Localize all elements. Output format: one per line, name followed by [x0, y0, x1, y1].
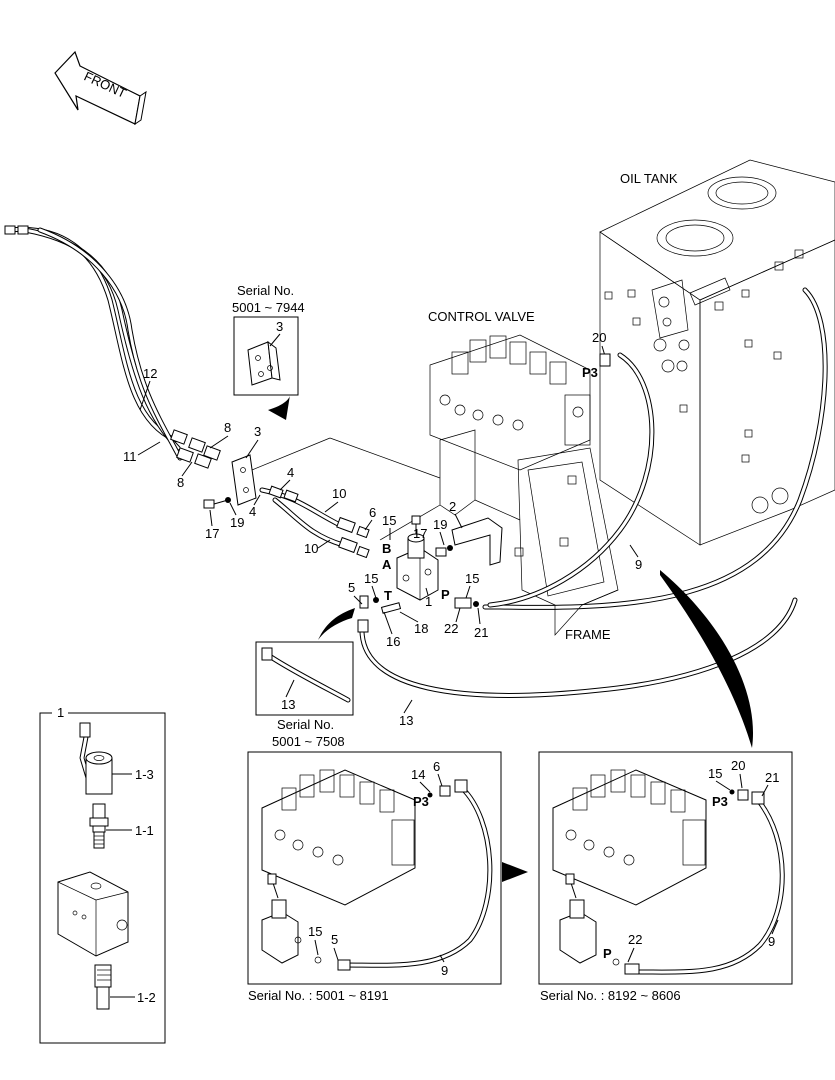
callout-6-c: 6: [433, 759, 440, 774]
port-p3-d: P3: [712, 794, 728, 809]
serial-a-range: 5001 ~ 7944: [232, 300, 305, 315]
callout-2: 2: [449, 499, 456, 514]
callout-1-box: 1: [57, 705, 64, 720]
bracket-2: [451, 517, 503, 566]
callout-21-main: 21: [474, 625, 488, 640]
callout-15-mid: 15: [364, 571, 378, 586]
panel-c-callouts: 14 6 P3 15 5 9: [308, 759, 448, 978]
callout-19-right: 19: [433, 517, 447, 532]
callout-8-bottom: 8: [177, 475, 184, 490]
callout-20-d: 20: [731, 758, 745, 773]
callout-16: 16: [386, 634, 400, 649]
callout-20-main: 20: [592, 330, 606, 345]
callout-5-c: 5: [331, 932, 338, 947]
control-valve: [429, 334, 591, 471]
serial-b-title: Serial No.: [277, 717, 334, 732]
callout-15-top: 15: [382, 513, 396, 528]
serial-b-range: 5001 ~ 7508: [272, 734, 345, 749]
control-valve-label: CONTROL VALVE: [428, 309, 535, 324]
callout-3-main: 3: [254, 424, 261, 439]
port-a-main: A: [382, 557, 392, 572]
serial-d-label: Serial No. : 8192 ~ 8606: [540, 988, 681, 1003]
callout-8-top: 8: [224, 420, 231, 435]
callout-10-top: 10: [332, 486, 346, 501]
main-view-callouts: 3 12 11 8 8 3 4 4 19 17 10 10 6 15 17 19…: [123, 319, 642, 728]
callout-15-d: 15: [708, 766, 722, 781]
serial-c-label: Serial No. : 5001 ~ 8191: [248, 988, 389, 1003]
callout-17-left: 17: [205, 526, 219, 541]
oil-tank-label: OIL TANK: [620, 171, 678, 186]
port-p-main: P: [441, 587, 450, 602]
callout-12: 12: [143, 366, 157, 381]
callout-22-d: 22: [628, 932, 642, 947]
callout-3-box: 3: [276, 319, 283, 334]
panel-arrow-icon: [502, 862, 528, 882]
serial-a-title: Serial No.: [237, 283, 294, 298]
callout-18: 18: [414, 621, 428, 636]
callout-9-d: 9: [768, 934, 775, 949]
serial-box-a: Serial No. 5001 ~ 7944: [232, 283, 305, 396]
port-b-main: B: [382, 541, 391, 556]
callout-4-top: 4: [287, 465, 294, 480]
callout-14-c: 14: [411, 767, 425, 782]
callout-6: 6: [369, 505, 376, 520]
callout-17-right: 17: [413, 526, 427, 541]
callout-11: 11: [123, 449, 137, 464]
panel-d-callouts: 15 20 21 P3 22 P 9: [603, 758, 779, 966]
callout-13-box: 13: [281, 697, 295, 712]
callout-19-left: 19: [230, 515, 244, 530]
callout-13-main: 13: [399, 713, 413, 728]
port-t-main: T: [384, 588, 392, 603]
callout-9-c: 9: [441, 963, 448, 978]
port-p-d: P: [603, 946, 612, 961]
callout-22-main: 22: [444, 621, 458, 636]
callout-1-2: 1-2: [137, 990, 156, 1005]
callout-21-d: 21: [765, 770, 779, 785]
solenoid-valve-assembly: [396, 515, 439, 601]
callout-15-c: 15: [308, 924, 322, 939]
frame-label: FRAME: [565, 627, 611, 642]
oil-tank: OIL TANK: [599, 159, 835, 546]
port-p3-main: P3: [582, 365, 598, 380]
serial-box-b: Serial No. 5001 ~ 7508: [255, 641, 354, 749]
detail-box-part-1: [39, 711, 166, 1044]
frame: [251, 429, 619, 636]
callout-9-main: 9: [635, 557, 642, 572]
detail-panel-d: Serial No. : 8192 ~ 8606: [538, 751, 793, 1003]
callout-4-bottom: 4: [249, 504, 256, 519]
callout-1-main: 1: [425, 594, 432, 609]
detail-panel-c: Serial No. : 5001 ~ 8191: [247, 751, 502, 1003]
port-p3-c: P3: [413, 794, 429, 809]
callout-10-bottom: 10: [304, 541, 318, 556]
detail-box-callouts: 1 1-3 1-1 1-2: [57, 705, 156, 1005]
callout-1-3: 1-3: [135, 767, 154, 782]
callout-1-1: 1-1: [135, 823, 154, 838]
callout-15-right: 15: [465, 571, 479, 586]
front-arrow-icon: FRONT: [54, 50, 147, 126]
callout-5-main: 5: [348, 580, 355, 595]
